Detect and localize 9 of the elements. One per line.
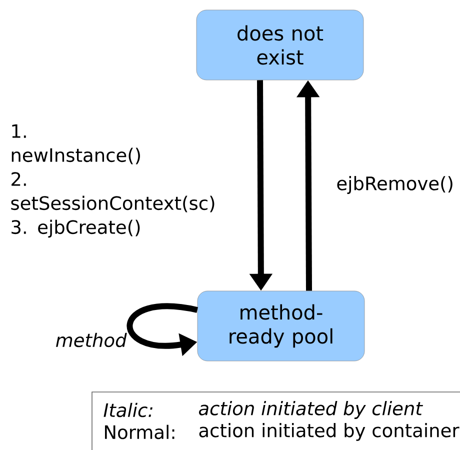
edge-label: ejbRemove() [337,176,452,194]
legend-text: action initiated by client [198,401,424,419]
edge-label: 1. newInstance() 2. setSessionContext(sc) 3. ejbCreate() [11,124,214,238]
state-box: method-ready pool [197,290,365,362]
state-box: does not exist [196,10,364,80]
legend-text: Italic: [104,402,152,418]
legend-text: Normal: [105,424,174,440]
edge-label: method [56,332,127,348]
legend-text: action initiated by container [199,423,460,441]
